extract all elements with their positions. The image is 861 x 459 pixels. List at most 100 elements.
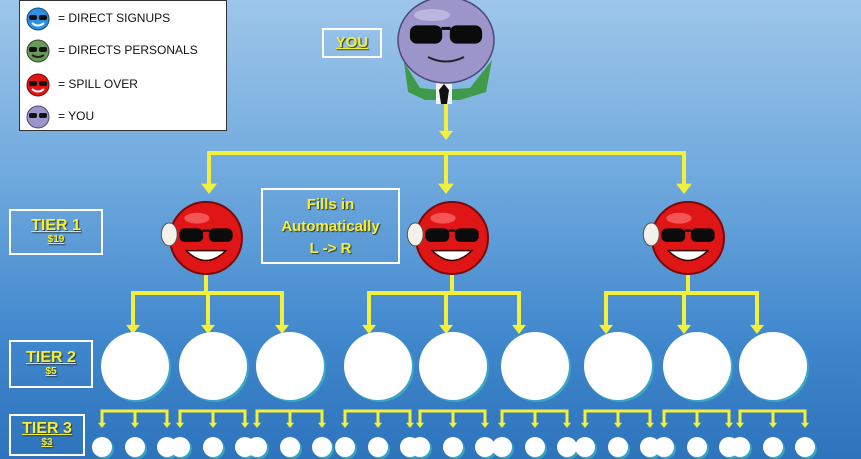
red-smiley-icon: [160, 201, 243, 275]
arrow-head: [512, 324, 526, 334]
sunglasses-lens: [449, 25, 483, 44]
smile: [427, 56, 465, 63]
tier-3-slot: [312, 437, 332, 457]
tier-3-slot: [608, 437, 628, 457]
arrow-head: [449, 422, 457, 428]
tier-3-slot: [410, 437, 430, 457]
legend-item-spill-over: = SPILL OVER: [20, 72, 226, 98]
you-avatar-icon: [397, 0, 495, 104]
tier-2-slot: [256, 332, 324, 400]
face-highlight: [666, 212, 692, 224]
arrow-head: [769, 422, 777, 428]
face-highlight: [184, 212, 210, 224]
tier-name: TIER 1: [31, 217, 81, 234]
tier-3-slot: [525, 437, 545, 457]
arrow-head: [286, 422, 294, 428]
arrow-head: [676, 183, 692, 194]
arrow-head: [416, 422, 424, 428]
legend: = DIRECT SIGNUPS = DIRECTS PERSONALS = S…: [19, 0, 227, 131]
tier-3-slot: [280, 437, 300, 457]
red-smiley-icon: [406, 201, 489, 275]
arrow-head: [660, 422, 668, 428]
suit-collar: [404, 60, 492, 100]
tier-2-slot: [101, 332, 169, 400]
tier-price: $19: [47, 234, 65, 245]
tier-3-slot: [203, 437, 223, 457]
arrow-head: [126, 324, 140, 334]
arrow-head: [131, 422, 139, 428]
tier-3-slot: [687, 437, 707, 457]
arrow-head: [725, 422, 733, 428]
tie: [439, 84, 449, 104]
sunglasses-bridge: [202, 229, 210, 232]
arrow-head: [253, 422, 261, 428]
arrow-head: [750, 324, 764, 334]
blue-smiley-icon: [26, 7, 50, 31]
hand: [406, 222, 424, 247]
note-line-2: Automatically: [281, 218, 380, 235]
arrow-head: [201, 183, 217, 194]
sunglasses-lens: [208, 228, 233, 242]
arrow-head: [736, 422, 744, 428]
sunglasses-lens: [409, 25, 443, 44]
tier-3-slot: [92, 437, 112, 457]
arrow-head: [406, 422, 414, 428]
hand: [160, 222, 178, 247]
tier-name: TIER 2: [26, 349, 76, 366]
tier-name: TIER 3: [22, 420, 72, 437]
arrow-head: [341, 422, 349, 428]
legend-item-direct-signups: = DIRECT SIGNUPS: [20, 6, 226, 32]
sunglasses-bridge: [441, 26, 451, 30]
arrow-head: [209, 422, 217, 428]
arrow-head: [481, 422, 489, 428]
tier-3-slot: [763, 437, 783, 457]
grin: [430, 249, 474, 262]
tier-3-slot: [640, 437, 660, 457]
tier-3-slot: [730, 437, 750, 457]
sunglasses-bridge: [448, 229, 456, 232]
tier-3-slot: [795, 437, 815, 457]
face-highlight: [414, 9, 450, 21]
arrow-head: [693, 422, 701, 428]
arrow-head: [646, 422, 654, 428]
sunglasses-bridge: [684, 229, 692, 232]
arrow-head: [241, 422, 249, 428]
tier-3-label: TIER 3 $3: [9, 414, 85, 456]
arrow-head: [98, 422, 106, 428]
legend-item-you: = YOU: [20, 104, 226, 130]
tier-2-slot: [419, 332, 487, 400]
red-smiley-icon: [26, 73, 50, 97]
tier-price: $3: [41, 437, 53, 448]
legend-label: = YOU: [58, 109, 95, 123]
face-highlight: [430, 212, 456, 224]
you-label: YOU: [335, 34, 369, 51]
arrow-head: [531, 422, 539, 428]
arrow-head: [275, 324, 289, 334]
tier-2-slot: [584, 332, 652, 400]
arrow-head: [801, 422, 809, 428]
tier-3-slot: [443, 437, 463, 457]
note-line-1: Fills in: [306, 196, 355, 213]
tier-1-label: TIER 1 $19: [9, 209, 103, 255]
sunglasses-lens: [179, 228, 204, 242]
arrow-head: [439, 324, 453, 334]
tier-3-slot: [575, 437, 595, 457]
sunglasses-lens: [454, 228, 479, 242]
sunglasses-lens: [425, 228, 450, 242]
note-line-3: L -> R: [309, 240, 352, 257]
grin: [666, 249, 710, 262]
legend-item-directs-personals: = DIRECTS PERSONALS: [20, 38, 226, 64]
arrow-head: [176, 422, 184, 428]
legend-label: = DIRECTS PERSONALS: [58, 43, 198, 57]
tier-2-slot: [663, 332, 731, 400]
arrow-head: [163, 422, 171, 428]
arrow-head: [201, 324, 215, 334]
tier-2-slot: [344, 332, 412, 400]
fills-automatically-note: Fills in Automatically L -> R: [261, 188, 400, 264]
sunglasses-lens: [690, 228, 715, 242]
tier-3-slot: [492, 437, 512, 457]
tier-3-slot: [368, 437, 388, 457]
grin: [184, 249, 228, 262]
